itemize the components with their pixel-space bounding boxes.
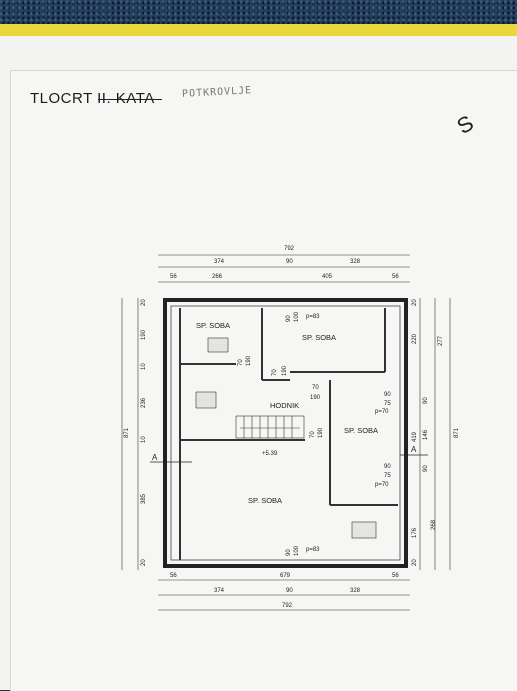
window-2-width: 90: [384, 392, 391, 398]
dim-right-d: 90: [423, 397, 429, 404]
dim-bottom-a: 56: [170, 573, 177, 579]
dim-bottom-total: 792: [282, 603, 293, 609]
dim-left-e: 10: [141, 436, 147, 443]
dim-bottom2-b: 90: [286, 588, 293, 594]
dim-left-a: 20: [141, 299, 147, 306]
dim-top-total: 792: [284, 246, 295, 252]
door-1-height: 190: [246, 355, 252, 366]
dim-top2-c: 405: [322, 274, 333, 280]
title-strikethrough: [98, 99, 162, 100]
dim-top2-a: 56: [170, 274, 177, 280]
window-2-sill: p=70: [375, 409, 389, 415]
dim-right-e: 146: [423, 429, 429, 440]
dim-top2-d: 56: [392, 274, 399, 280]
window-3-height: 75: [384, 473, 391, 479]
window-3-width: 90: [384, 464, 391, 470]
room-label-1: SP. SOBA: [196, 321, 230, 330]
window-3-sill: p=70: [375, 482, 389, 488]
window-4-height: 100: [294, 545, 300, 556]
dim-right-j: 20: [412, 559, 418, 566]
dim-right-f: 419: [412, 431, 418, 442]
room-label-hall: HODNIK: [270, 401, 299, 410]
dim-top-c: 328: [350, 259, 361, 265]
dim-right-h: 176: [412, 527, 418, 538]
dim-right-total: 871: [454, 427, 460, 438]
section-mark-right: A: [411, 445, 417, 454]
dim-top-a: 374: [214, 259, 225, 265]
dim-right-i: 268: [431, 519, 437, 530]
door-1-width: 70: [238, 359, 244, 366]
dim-left-d: 236: [141, 397, 147, 408]
window-2-height: 75: [384, 401, 391, 407]
dim-bottom-c: 56: [392, 573, 399, 579]
dim-right-b: 277: [438, 335, 444, 346]
dim-bottom-b: 679: [280, 573, 291, 579]
room-label-2: SP. SOBA: [302, 333, 336, 342]
dim-left-g: 20: [141, 559, 147, 566]
dim-right-a: 20: [412, 299, 418, 306]
level-mark: +5.39: [262, 451, 278, 457]
dim-right-c: 220: [412, 333, 418, 344]
window-4-sill: p=83: [306, 547, 320, 553]
dim-left-c: 10: [141, 363, 147, 370]
window-1-width: 90: [286, 315, 292, 322]
room-label-4: SP. SOBA: [248, 496, 282, 505]
window-1-height: 100: [294, 311, 300, 322]
dim-bottom2-c: 328: [350, 588, 361, 594]
dim-top-b: 90: [286, 259, 293, 265]
dim-bottom2-a: 374: [214, 588, 225, 594]
door-3-height: 190: [310, 395, 321, 401]
room-label-3: SP. SOBA: [344, 426, 378, 435]
door-4-width: 70: [310, 431, 316, 438]
door-4-height: 190: [318, 427, 324, 438]
dim-right-g: 90: [423, 465, 429, 472]
section-mark-left: A: [152, 453, 158, 462]
door-3-width: 70: [312, 385, 319, 391]
dim-left-total: 871: [124, 427, 130, 438]
window-4-width: 90: [286, 549, 292, 556]
stairs: [235, 415, 305, 439]
door-2-height: 190: [282, 365, 288, 376]
window-1-sill: p=83: [306, 314, 320, 320]
plan-title: TLOCRT II. KATA: [30, 90, 155, 107]
dim-top2-b: 266: [212, 274, 223, 280]
door-2-width: 70: [272, 369, 278, 376]
dim-left-f: 385: [141, 493, 147, 504]
dim-left-b: 190: [141, 329, 147, 340]
